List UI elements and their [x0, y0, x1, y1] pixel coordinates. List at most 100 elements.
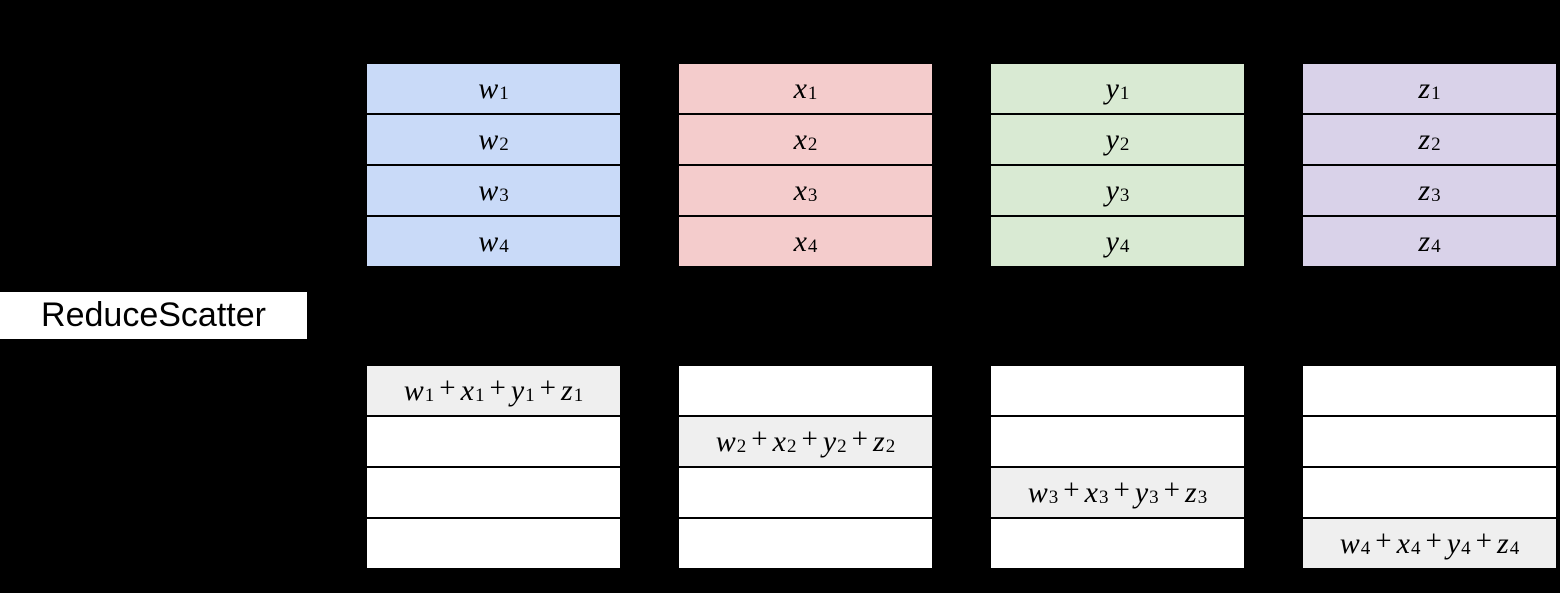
- subscript-digit: 4: [1119, 236, 1130, 257]
- plus-sign: +: [1375, 525, 1392, 557]
- variable-letter: x: [793, 173, 807, 207]
- variable-letter: w: [478, 71, 499, 105]
- operation-label: ReduceScatter: [0, 292, 307, 339]
- subscript-digit: 4: [1431, 236, 1441, 257]
- plus-sign: +: [539, 372, 557, 404]
- plus-sign: +: [801, 423, 818, 455]
- subscript-digit: 4: [1360, 538, 1371, 559]
- variable-letter: x: [793, 122, 807, 156]
- subscript-digit: 4: [1410, 538, 1421, 559]
- variable-letter: z: [1185, 475, 1197, 509]
- variable-letter: z: [561, 373, 573, 407]
- subscript-digit: 3: [1431, 185, 1441, 206]
- variable-letter: w: [715, 424, 736, 458]
- plus-sign: +: [1113, 474, 1130, 506]
- variable-letter: x: [1084, 475, 1098, 509]
- variable-letter: x: [793, 71, 807, 105]
- variable-letter: z: [873, 424, 885, 458]
- variable-letter: x: [1396, 526, 1410, 560]
- subscript-digit: 3: [1197, 487, 1208, 508]
- variable-letter: x: [772, 424, 786, 458]
- subscript-digit: 2: [807, 134, 818, 155]
- subscript-digit: 3: [1048, 487, 1059, 508]
- subscript-digit: 4: [499, 236, 509, 257]
- subscript-digit: 1: [1119, 83, 1130, 104]
- output-empty-cell: [367, 517, 620, 568]
- plus-sign: +: [851, 423, 869, 455]
- subscript-digit: 2: [1119, 134, 1130, 155]
- subscript-digit: 3: [499, 185, 509, 206]
- variable-letter: z: [1497, 526, 1509, 560]
- subscript-digit: 2: [837, 436, 847, 457]
- variable-letter: w: [478, 224, 499, 258]
- plus-sign: +: [1475, 525, 1493, 557]
- variable-letter: y: [1134, 475, 1149, 509]
- variable-letter: w: [403, 373, 424, 407]
- output-empty-cell: [679, 366, 932, 415]
- subscript-digit: 2: [885, 436, 896, 457]
- subscript-digit: 4: [1509, 538, 1520, 559]
- subscript-digit: 2: [786, 436, 797, 457]
- output-empty-cell: [1303, 415, 1556, 466]
- subscript-digit: 3: [1149, 487, 1159, 508]
- variable-letter: w: [1339, 526, 1360, 560]
- plus-sign: +: [439, 372, 456, 404]
- output-empty-cell: [991, 415, 1244, 466]
- variable-letter: y: [1105, 122, 1119, 156]
- subscript-digit: 1: [474, 385, 485, 406]
- variable-letter: w: [478, 173, 499, 207]
- output-empty-cell: [1303, 366, 1556, 415]
- variable-letter: y: [1105, 71, 1119, 105]
- output-empty-cell: [679, 466, 932, 517]
- subscript-digit: 2: [499, 134, 509, 155]
- output-empty-cell: [991, 517, 1244, 568]
- output-empty-cell: [1303, 466, 1556, 517]
- plus-sign: +: [489, 372, 506, 404]
- plus-sign: +: [751, 423, 768, 455]
- subscript-digit: 1: [499, 83, 509, 104]
- variable-letter: y: [822, 424, 837, 458]
- subscript-digit: 3: [1119, 185, 1130, 206]
- output-empty-cell: [367, 415, 620, 466]
- output-empty-cell: [367, 466, 620, 517]
- subscript-digit: 4: [807, 236, 818, 257]
- variable-letter: x: [793, 224, 807, 258]
- subscript-digit: 4: [1461, 538, 1471, 559]
- variable-letter: z: [1418, 173, 1431, 207]
- subscript-digit: 2: [736, 436, 747, 457]
- subscript-digit: 3: [807, 185, 818, 206]
- output-empty-cell: [991, 366, 1244, 415]
- variable-letter: w: [478, 122, 499, 156]
- plus-sign: +: [1063, 474, 1080, 506]
- variable-letter: x: [460, 373, 474, 407]
- variable-letter: z: [1418, 71, 1431, 105]
- plus-sign: +: [1163, 474, 1181, 506]
- subscript-digit: 1: [424, 385, 435, 406]
- subscript-digit: 1: [1431, 83, 1441, 104]
- variable-letter: z: [1418, 224, 1431, 258]
- plus-sign: +: [1425, 525, 1442, 557]
